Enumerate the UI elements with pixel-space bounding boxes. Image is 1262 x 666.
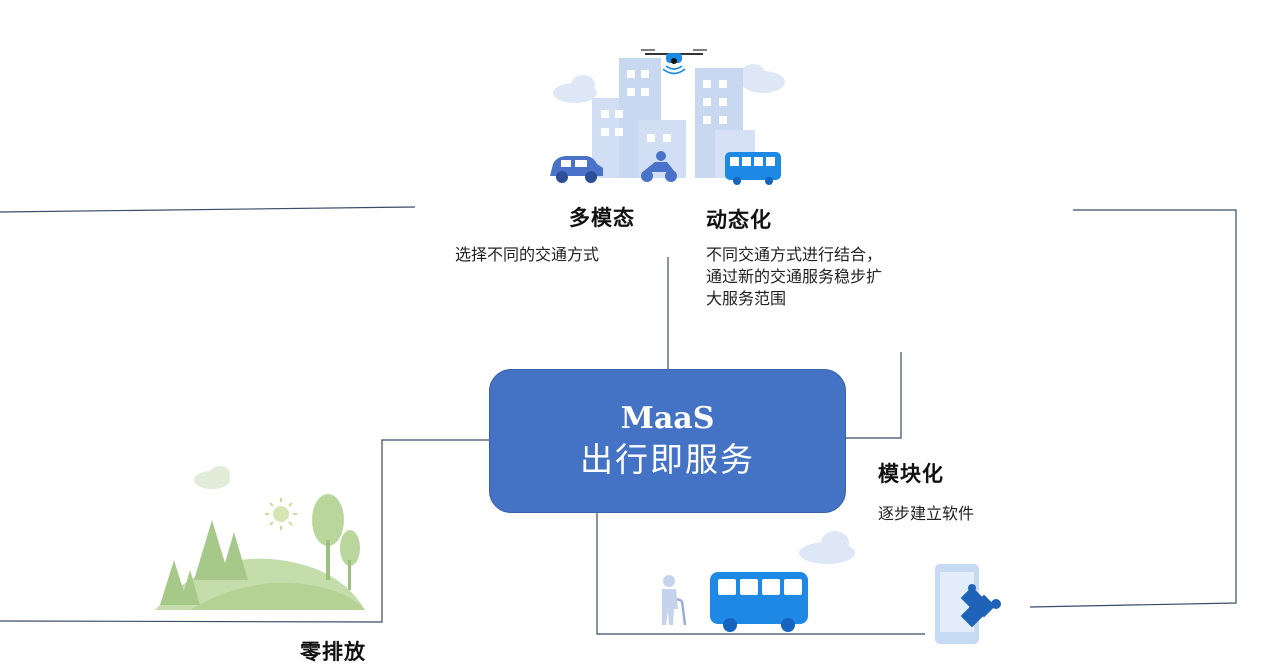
trees-icon (155, 466, 365, 610)
elderly-person-icon (662, 575, 687, 626)
connector-modular (846, 352, 902, 439)
dynamic-title: 动态化 (706, 208, 772, 232)
bus-icon (725, 152, 781, 185)
connector-right-outer (1029, 209, 1237, 608)
multimodal-title: 多模态 (569, 206, 635, 230)
cloud-icon (553, 75, 597, 103)
bus-icon (710, 572, 808, 632)
phone-icon (935, 564, 1001, 644)
connector-left-top (0, 206, 416, 213)
car-icon (550, 156, 603, 183)
modular-title: 模块化 (878, 462, 944, 486)
multimodal-desc: 选择不同的交通方式 (455, 245, 600, 264)
sun-icon (265, 498, 297, 530)
center-subtitle: 出行即服务 (580, 440, 755, 479)
dynamic-desc: 不同交通方式进行结合， 通过新的交通服务稳步扩 大服务范围 (706, 245, 883, 308)
center-maas-box: MaaS 出行即服务 (489, 369, 846, 513)
scooter-icon (641, 151, 677, 182)
modular-desc: 逐步建立软件 (878, 504, 975, 523)
zero-emission-title: 零排放 (300, 640, 366, 664)
drone-icon (641, 49, 707, 75)
connector-bottom (596, 513, 925, 635)
connector-zero-emission (0, 439, 489, 623)
city-buildings-icon (550, 49, 785, 185)
center-title: MaaS (620, 401, 715, 436)
cloud-icon (799, 531, 855, 564)
